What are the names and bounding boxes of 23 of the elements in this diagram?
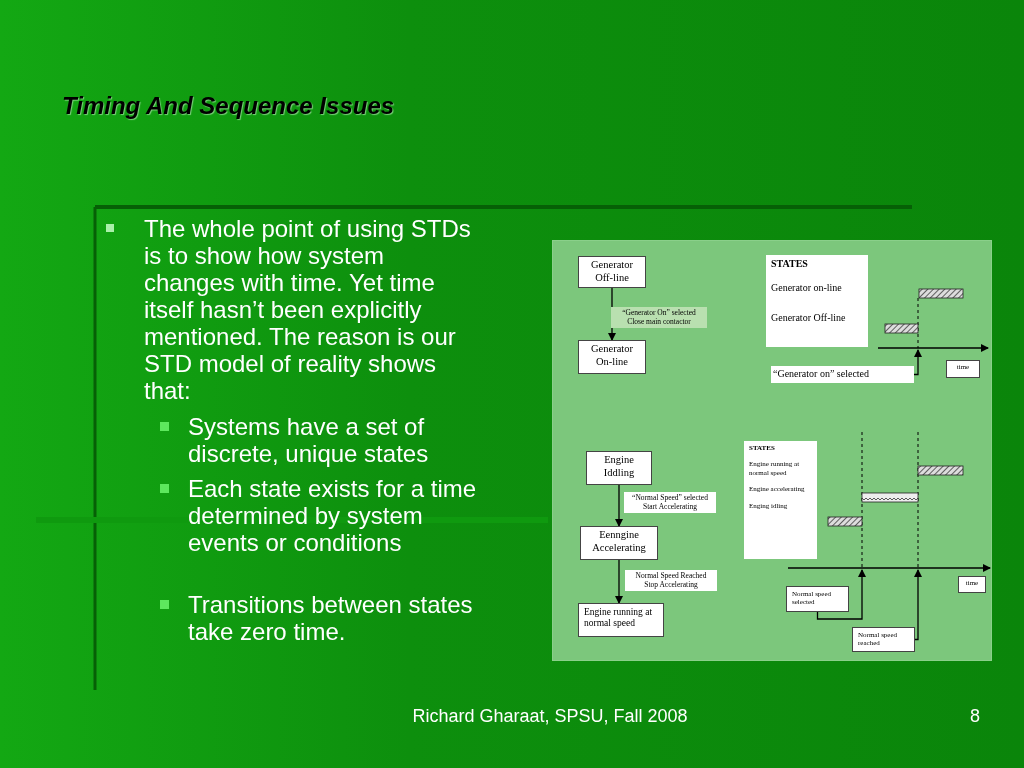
slide-title: Timing And Sequence Issues — [62, 92, 395, 120]
event-arrow — [914, 569, 922, 641]
transition-arrow — [615, 559, 623, 604]
bullet-text: Systems have a set of discrete, unique states — [188, 413, 430, 467]
event-arrow — [816, 569, 866, 620]
event-label: “Generator on” selected — [771, 366, 914, 383]
state-name: Generator Off-line — [771, 312, 847, 324]
state-box: Eenngine Accelerating — [580, 526, 658, 560]
heading: STATES — [771, 258, 809, 270]
body-text: The whole point of using STDs is to show how system changes with time. Yet time itself hasn’t been explicitly mentioned. The reason is our STD model of reality shows that: — [144, 215, 472, 404]
state-box: Generator Off-line — [578, 256, 646, 288]
transition-arrow — [615, 484, 623, 527]
bullet-text: Transitions between states take zero time. — [188, 591, 474, 645]
bullet-text: Each state exists for a time determined by system events or conditions — [188, 475, 478, 556]
page-number: 8 — [969, 706, 980, 727]
footer-text: Richard Gharaat, SPSU, Fall 2008 — [411, 706, 689, 727]
state-box: Engine Iddling — [586, 451, 652, 485]
states-legend-box — [766, 255, 868, 347]
state-name: Generator on-line — [771, 282, 843, 294]
state-box: Engine running at normal speed — [578, 603, 664, 637]
state-box: Generator On-line — [578, 340, 646, 374]
states-legend-box — [744, 441, 817, 559]
event-arrow — [913, 349, 922, 376]
